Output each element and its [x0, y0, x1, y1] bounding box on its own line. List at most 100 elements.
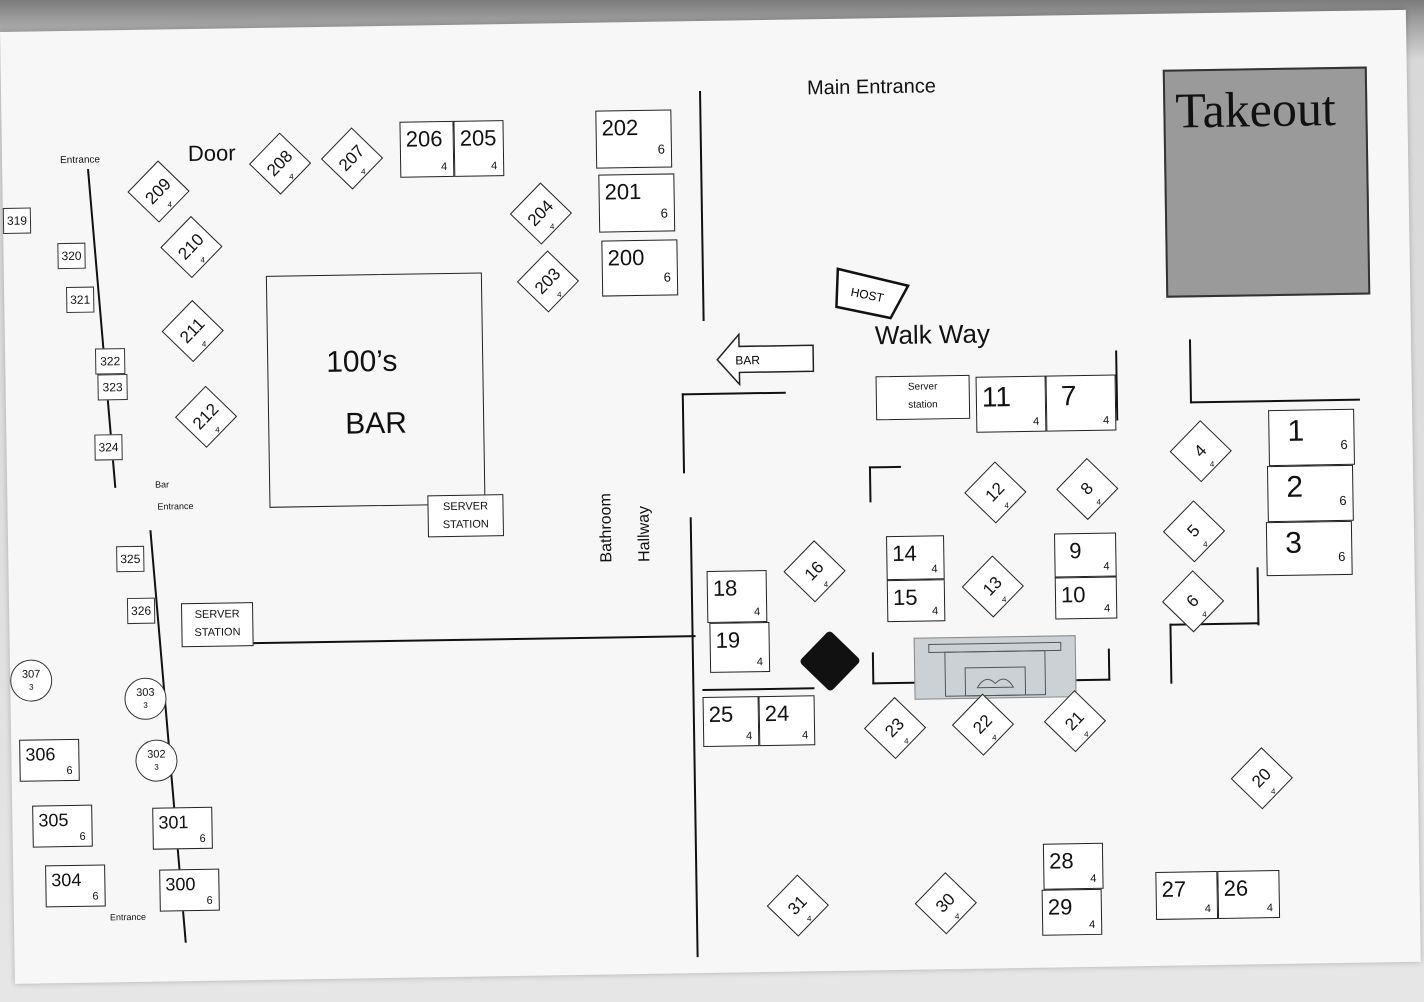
seat-count: 6 — [1338, 548, 1346, 565]
server-station-left[interactable]: SERVER STATION — [180, 602, 254, 648]
bar-seat-319[interactable]: 319 — [2, 207, 32, 234]
wall-line — [871, 652, 875, 685]
table-number: 30 — [932, 889, 959, 917]
black-marker — [798, 629, 862, 693]
seat-count: 4 — [991, 732, 997, 742]
seat-count: 6 — [79, 830, 86, 843]
wall-line — [1256, 567, 1260, 626]
table-number: 7 — [1060, 380, 1077, 412]
bar-name-line1: 100’s — [325, 344, 398, 379]
wall-line — [1107, 648, 1111, 681]
seat-count: 4 — [167, 199, 172, 209]
bar-seat-325[interactable]: 325 — [116, 545, 145, 573]
table-number: 208 — [263, 146, 297, 181]
server-station-label: STATION — [442, 518, 489, 532]
server-station-label: STATION — [194, 626, 241, 640]
entrance-top-label: Entrance — [59, 154, 101, 167]
table-number: 306 — [25, 744, 56, 765]
bar-seat-323[interactable]: 323 — [97, 374, 128, 401]
server-station-main[interactable]: SERVER STATION — [427, 494, 504, 538]
host-stand-icon[interactable]: HOST — [834, 266, 915, 321]
table-number: 5 — [1183, 520, 1204, 541]
bar-100s[interactable]: 100’s BAR — [265, 272, 486, 508]
bar-entrance-label: Entrance — [157, 501, 194, 512]
seat-count: 4 — [753, 606, 761, 619]
table-number: 18 — [712, 575, 738, 601]
table-number: 207 — [334, 141, 369, 175]
bar-seat-322[interactable]: 322 — [94, 348, 126, 375]
table-number: 24 — [764, 700, 790, 727]
seat-count: 4 — [954, 911, 960, 921]
wall-line — [1189, 398, 1360, 404]
server-station-walkway[interactable]: Server station — [875, 374, 971, 421]
wall-line — [185, 635, 696, 646]
table-number: 204 — [523, 196, 558, 230]
takeout-area[interactable]: Takeout — [1162, 66, 1371, 298]
seat-count: 4 — [1096, 497, 1101, 507]
fireplace-icon — [928, 641, 1062, 697]
seat-count: 4 — [745, 730, 753, 743]
table-number: 20 — [1248, 764, 1275, 792]
seat-count: 4 — [756, 656, 764, 669]
bar-seat-320[interactable]: 320 — [57, 242, 86, 270]
table-18[interactable]: 18 4 — [706, 570, 768, 623]
bar-seat-324[interactable]: 324 — [94, 434, 123, 461]
table-number: 201 — [604, 178, 642, 205]
bar-arrow-label: BAR — [735, 353, 760, 367]
table-number: 206 — [405, 126, 443, 152]
bar-seat-321[interactable]: 321 — [66, 286, 95, 313]
seat-count: 4 — [1004, 500, 1009, 510]
bar-seat-326[interactable]: 326 — [126, 597, 156, 625]
wall-line — [1169, 623, 1173, 684]
table-number: 21 — [1061, 707, 1088, 735]
